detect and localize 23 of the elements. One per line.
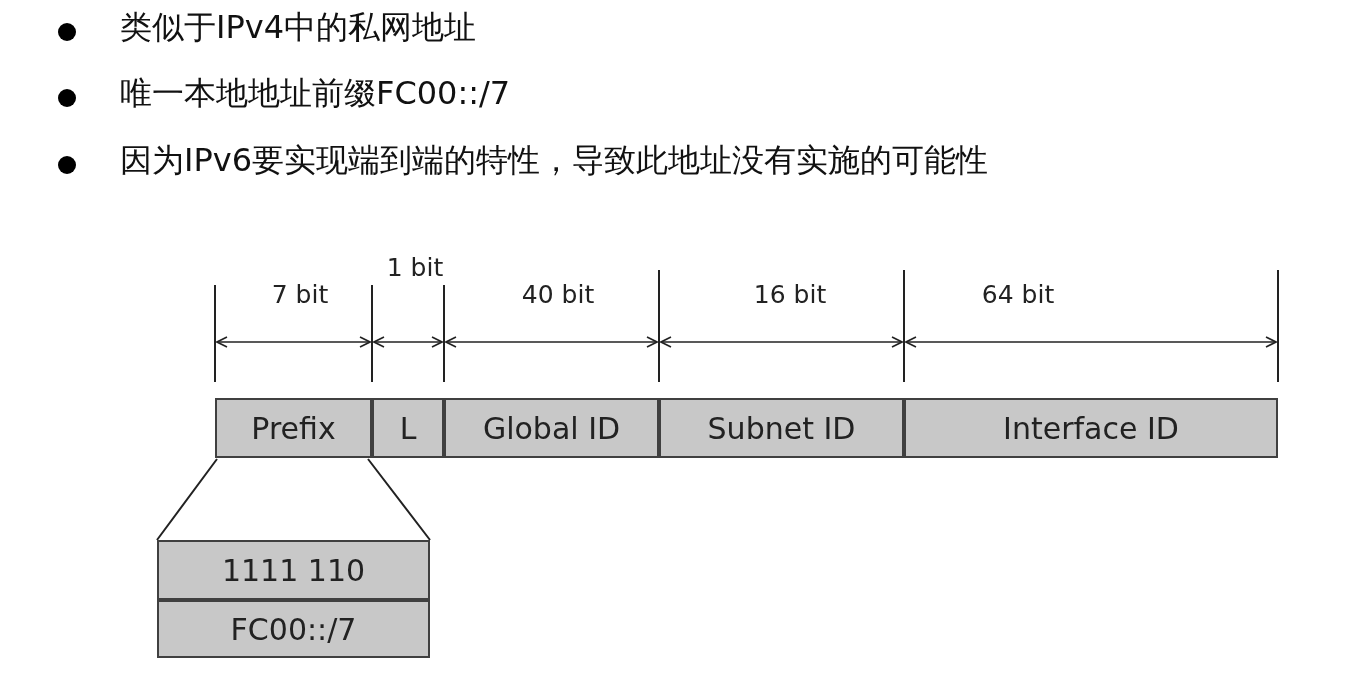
field-label: L — [399, 410, 417, 446]
field-label: Interface ID — [1003, 410, 1179, 446]
bullet-text: 唯一本地地址前缀FC00::/7 — [120, 73, 511, 114]
dimension-label: 7 bit — [271, 280, 329, 309]
field-box — [157, 540, 430, 600]
dimension-label: 1 bit — [386, 253, 444, 282]
field-label: Global ID — [482, 410, 621, 446]
field-label: Subnet ID — [707, 410, 856, 446]
field-box — [659, 398, 904, 458]
dimension-label: 16 bit — [753, 280, 827, 309]
field-box — [215, 398, 372, 458]
field-label: 1111 110 — [221, 552, 366, 588]
field-box — [157, 600, 430, 658]
field-box — [904, 398, 1278, 458]
bullet-text: 类似于IPv4中的私网地址 — [120, 7, 477, 48]
bullet-text: 因为IPv6要实现端到端的特性，导致此地址没有实施的可能性 — [120, 140, 989, 181]
field-box — [444, 398, 659, 458]
field-label: Prefix — [251, 410, 336, 446]
dimension-label: 40 bit — [521, 280, 595, 309]
field-box — [372, 398, 444, 458]
dimension-label: 64 bit — [981, 280, 1055, 309]
expansion-line — [156, 458, 431, 541]
field-label: FC00::/7 — [230, 611, 357, 647]
